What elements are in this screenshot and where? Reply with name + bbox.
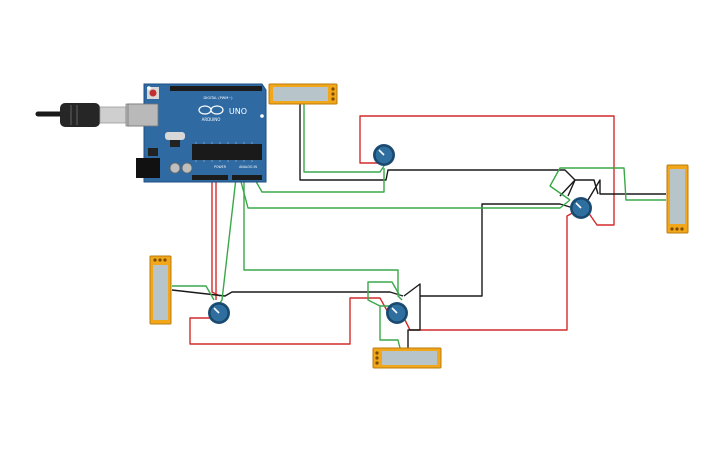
capacitor: [169, 162, 181, 174]
analog-header: [232, 175, 262, 180]
wire-black[interactable]: [299, 103, 576, 197]
slide-potentiometer-top[interactable]: [268, 83, 338, 105]
power-header: [192, 175, 228, 180]
slide-potentiometer-right[interactable]: [666, 164, 689, 234]
potentiometer-4[interactable]: [386, 302, 408, 324]
wire-black[interactable]: [420, 203, 581, 297]
wire-green[interactable]: [243, 178, 403, 301]
microcontroller-chip: [192, 144, 262, 160]
capacitor: [181, 162, 193, 174]
wire-green[interactable]: [549, 167, 666, 201]
slide-potentiometer-left[interactable]: [149, 255, 172, 325]
digital-header-label: DIGITAL (PWM~): [203, 96, 233, 100]
wire-red[interactable]: [359, 115, 615, 226]
potentiometer-1[interactable]: [373, 144, 395, 166]
potentiometer-3[interactable]: [208, 302, 230, 324]
wire-green[interactable]: [303, 103, 385, 173]
wire-black[interactable]: [171, 289, 404, 297]
analog-header-label: ANALOG IN: [239, 165, 257, 169]
wires: [171, 103, 666, 349]
power-header-label: POWER: [214, 165, 227, 169]
wire-green[interactable]: [253, 168, 385, 193]
usb-jack: [127, 103, 159, 127]
wire-green[interactable]: [172, 285, 215, 301]
wire-black[interactable]: [559, 179, 599, 197]
power-jack: [136, 158, 160, 178]
potentiometer-2[interactable]: [570, 197, 592, 219]
arduino-logo: [198, 105, 224, 115]
wire-green[interactable]: [367, 281, 401, 307]
digital-header: [170, 86, 262, 91]
wire-red[interactable]: [403, 209, 579, 331]
brand-label: ARDUINO: [202, 117, 221, 122]
wire-black[interactable]: [403, 283, 421, 348]
model-label: UNO: [229, 107, 247, 116]
wire-black[interactable]: [587, 179, 666, 201]
wire-green[interactable]: [379, 306, 401, 349]
arduino-uno-board[interactable]: DIGITAL (PWM~) ARDUINO UNO POWER ANALOG …: [127, 83, 267, 183]
wire-green[interactable]: [217, 177, 237, 307]
slide-potentiometer-bottom[interactable]: [372, 347, 442, 369]
wire-red[interactable]: [189, 297, 391, 345]
